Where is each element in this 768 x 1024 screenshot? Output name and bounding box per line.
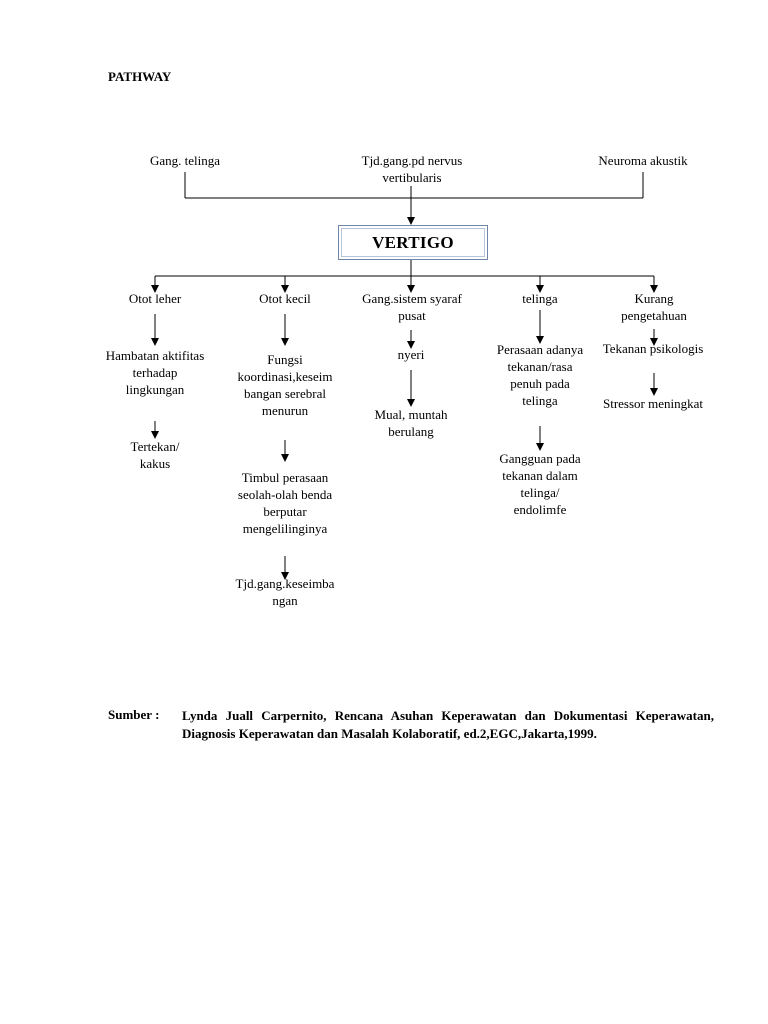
vertigo-box: VERTIGO xyxy=(338,225,488,260)
source-citation: Lynda Juall Carpernito, Rencana Asuhan K… xyxy=(182,708,714,741)
node-telinga: telinga xyxy=(522,291,558,306)
node-tertekan-kakus: Tertekan/kakus xyxy=(130,439,180,471)
node-nyeri: nyeri xyxy=(397,347,425,362)
source-label: Sumber : xyxy=(108,707,160,722)
node-otot-kecil: Otot kecil xyxy=(259,291,311,306)
cause-neuroma-akustik: Neuroma akustik xyxy=(598,153,688,168)
node-stressor-meningkat: Stressor meningkat xyxy=(602,396,703,411)
node-otot-leher: Otot leher xyxy=(128,291,182,306)
vertigo-label: VERTIGO xyxy=(372,232,454,252)
page-title: PATHWAY xyxy=(108,69,172,84)
cause-gang-telinga: Gang. telinga xyxy=(149,153,221,168)
node-tekanan-psikologis: Tekanan psikologis xyxy=(602,341,704,356)
